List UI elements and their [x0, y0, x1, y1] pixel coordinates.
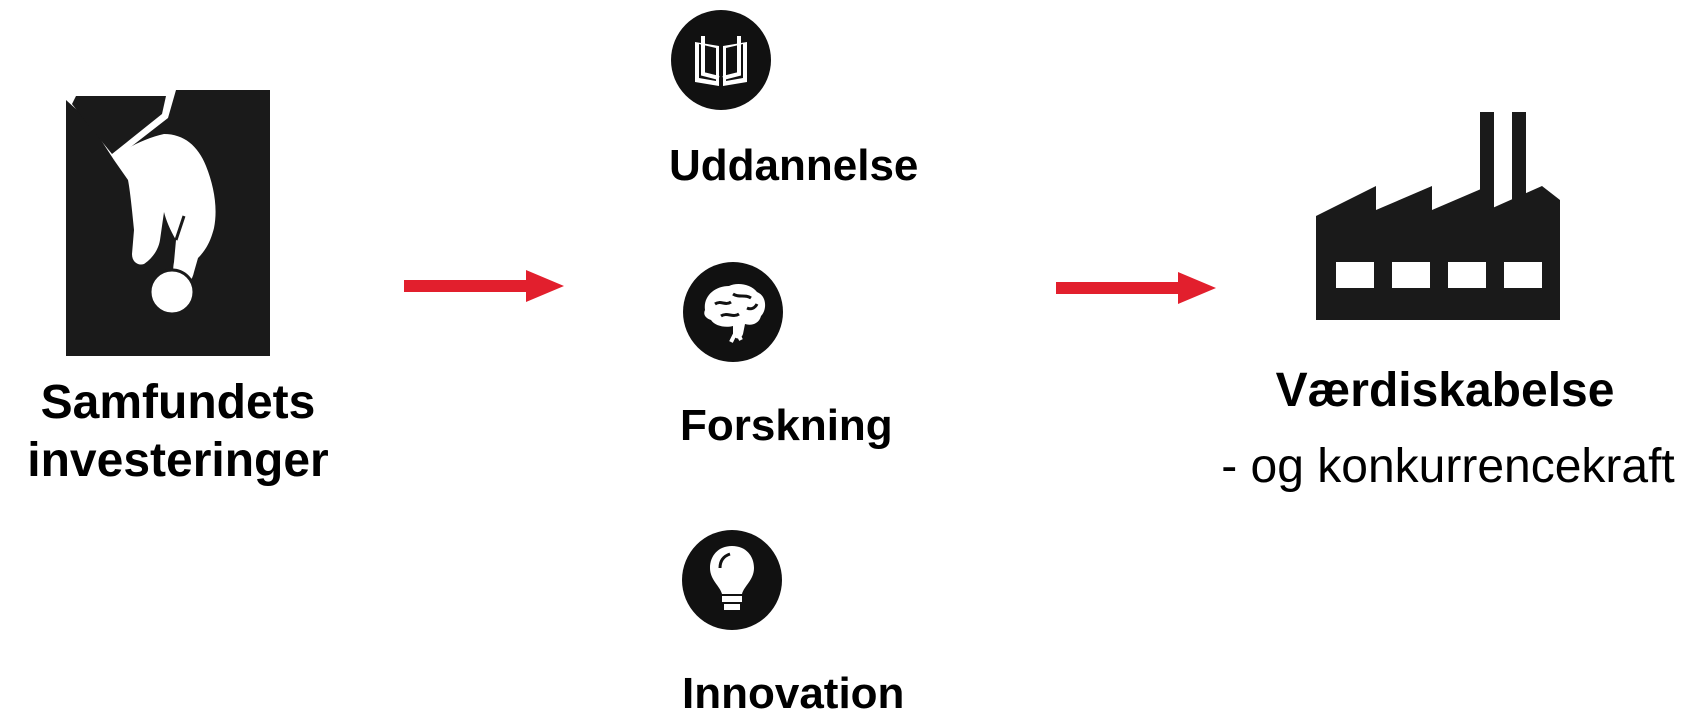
label-konkurrencekraft: - og konkurrencekraft [1221, 440, 1675, 493]
label-uddannelse: Uddannelse [669, 141, 919, 190]
label-forskning: Forskning [680, 401, 893, 450]
label-innovation: Innovation [682, 669, 905, 718]
label-samfundets-investeringer: Samfundets investeringer [27, 376, 329, 487]
lightbulb-icon [680, 528, 784, 632]
factory-icon [1316, 112, 1576, 320]
arrow-right-icon [404, 268, 564, 304]
label-vaerdiskabelse: Værdiskabelse [1275, 364, 1615, 417]
brain-icon [681, 260, 785, 364]
hand-coin-icon [66, 90, 270, 356]
arrow-right-icon [1056, 270, 1216, 306]
book-icon [669, 8, 773, 112]
